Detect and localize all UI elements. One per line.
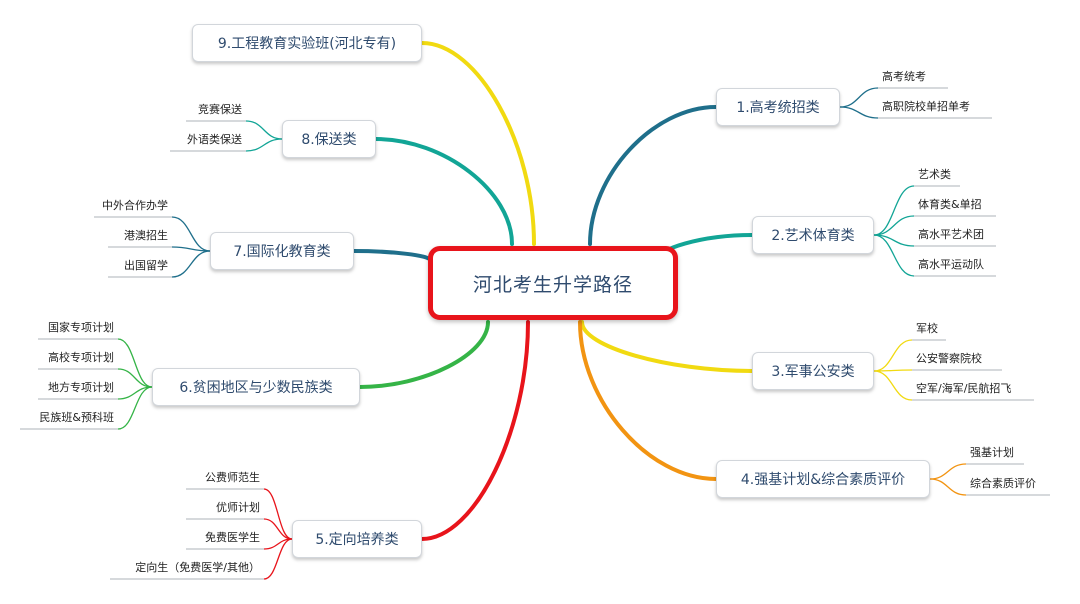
leaf-node-2-3[interactable]: 高水平艺术团 [914, 225, 996, 247]
leaf-connector-2-4 [873, 234, 915, 277]
branch-node-9[interactable]: 9.工程教育实验班(河北专有) [192, 24, 422, 62]
leaf-node-6-3[interactable]: 地方专项计划 [38, 378, 118, 400]
leaf-node-7-2[interactable]: 港澳招生 [108, 226, 172, 248]
leaf-node-5-2[interactable]: 优师计划 [186, 498, 264, 520]
branch-connector-6 [358, 320, 490, 389]
leaf-node-4-2[interactable]: 综合素质评价 [966, 474, 1050, 496]
branch-node-1[interactable]: 1.高考统招类 [716, 88, 840, 126]
branch-connector-8 [374, 137, 514, 246]
leaf-node-6-1[interactable]: 国家专项计划 [38, 318, 118, 340]
central-topic[interactable]: 河北考生升学路径 [428, 246, 678, 320]
leaf-node-2-4[interactable]: 高水平运动队 [914, 255, 996, 277]
leaf-connector-6-1 [117, 338, 153, 388]
branch-connector-3 [580, 320, 754, 373]
leaf-node-8-1[interactable]: 竞赛保送 [186, 100, 246, 122]
branch-node-5[interactable]: 5.定向培养类 [292, 520, 422, 558]
leaf-connector-7-2 [171, 246, 211, 252]
leaf-node-6-2[interactable]: 高校专项计划 [38, 348, 118, 370]
leaf-connector-4-2 [929, 478, 967, 496]
branch-connector-1 [588, 105, 718, 246]
leaf-node-5-4[interactable]: 定向生（免费医学/其他） [110, 558, 264, 580]
leaf-connector-8-1 [245, 120, 283, 140]
leaf-node-2-2[interactable]: 体育类&单招 [914, 195, 996, 217]
leaf-connector-4-1 [929, 463, 967, 480]
leaf-node-7-1[interactable]: 中外合作办学 [94, 196, 172, 218]
leaf-connector-3-1 [873, 339, 913, 372]
branch-connector-5 [420, 320, 530, 541]
branch-node-3[interactable]: 3.军事公安类 [752, 352, 874, 390]
leaf-connector-1-1 [839, 87, 879, 108]
leaf-connector-7-1 [171, 216, 211, 252]
leaf-node-3-2[interactable]: 公安警察院校 [912, 349, 1002, 371]
leaf-node-2-1[interactable]: 艺术类 [914, 165, 960, 187]
branch-node-6[interactable]: 6.贫困地区与少数民族类 [152, 368, 360, 406]
leaf-node-1-2[interactable]: 高职院校单招单考 [878, 97, 992, 119]
branch-connector-4 [578, 320, 718, 481]
leaf-node-4-1[interactable]: 强基计划 [966, 443, 1024, 465]
leaf-node-6-4[interactable]: 民族班&预科班 [20, 408, 118, 430]
leaf-node-5-3[interactable]: 免费医学生 [186, 528, 264, 550]
leaf-connector-6-4 [117, 386, 153, 430]
branch-node-7[interactable]: 7.国际化教育类 [210, 232, 354, 270]
leaf-connector-2-2 [873, 215, 915, 236]
leaf-connector-7-3 [171, 250, 211, 278]
leaf-connector-3-3 [873, 370, 913, 401]
leaf-connector-5-4 [263, 538, 293, 580]
leaf-connector-2-1 [873, 185, 915, 236]
leaf-node-5-1[interactable]: 公费师范生 [186, 468, 264, 490]
leaf-node-8-2[interactable]: 外语类保送 [170, 130, 246, 152]
leaf-connector-1-2 [839, 106, 879, 119]
leaf-connector-6-2 [117, 368, 153, 388]
leaf-connector-5-1 [263, 488, 293, 540]
branch-node-2[interactable]: 2.艺术体育类 [752, 216, 874, 254]
branch-node-8[interactable]: 8.保送类 [282, 120, 376, 158]
branch-node-4[interactable]: 4.强基计划&综合素质评价 [716, 460, 930, 498]
branch-connector-7 [352, 249, 432, 262]
leaf-connector-8-2 [245, 138, 283, 152]
leaf-node-3-3[interactable]: 空军/海军/民航招飞 [912, 379, 1034, 401]
leaf-node-3-1[interactable]: 军校 [912, 319, 946, 341]
leaf-node-1-1[interactable]: 高考统考 [878, 67, 948, 89]
branch-connector-9 [420, 41, 536, 246]
leaf-node-7-3[interactable]: 出国留学 [108, 256, 172, 278]
leaf-connector-5-2 [263, 518, 293, 540]
